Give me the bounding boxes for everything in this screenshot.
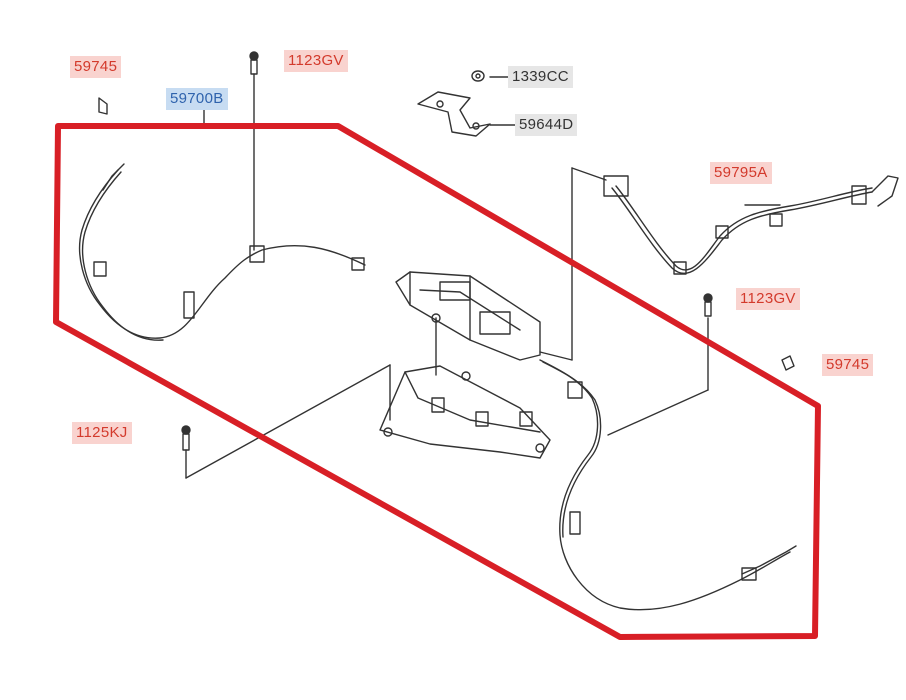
- part-label-1339cc[interactable]: 1339CC: [508, 66, 573, 88]
- bolt-1123gv-top: [249, 51, 259, 75]
- part-label-1123gv-right[interactable]: 1123GV: [736, 288, 800, 310]
- part-label-1123gv-top[interactable]: 1123GV: [284, 50, 348, 72]
- clip-59745-right: [781, 355, 795, 371]
- nut-1339cc: [471, 70, 485, 82]
- highlight-outline: [53, 123, 821, 640]
- bolt-1125kj: [181, 425, 191, 451]
- parking-brake-actuator: [395, 271, 541, 376]
- part-label-59644d[interactable]: 59644D: [515, 114, 578, 136]
- part-label-59700b[interactable]: 59700B: [166, 88, 228, 110]
- bracket-59644d: [417, 91, 491, 137]
- cable-59795a: [603, 175, 899, 275]
- part-label-1125kj[interactable]: 1125KJ: [72, 422, 132, 444]
- cable-left-rear: [78, 163, 366, 341]
- part-label-59795a[interactable]: 59795A: [710, 162, 772, 184]
- part-label-59745-top[interactable]: 59745: [70, 56, 122, 78]
- bolt-1123gv-right: [703, 293, 713, 317]
- cable-right-rear: [539, 359, 797, 611]
- bolt-59745-top: [98, 97, 108, 115]
- part-label-59745-right[interactable]: 59745: [822, 354, 874, 376]
- leader-lines: [185, 73, 781, 479]
- actuator-mounting-bracket: [379, 365, 551, 459]
